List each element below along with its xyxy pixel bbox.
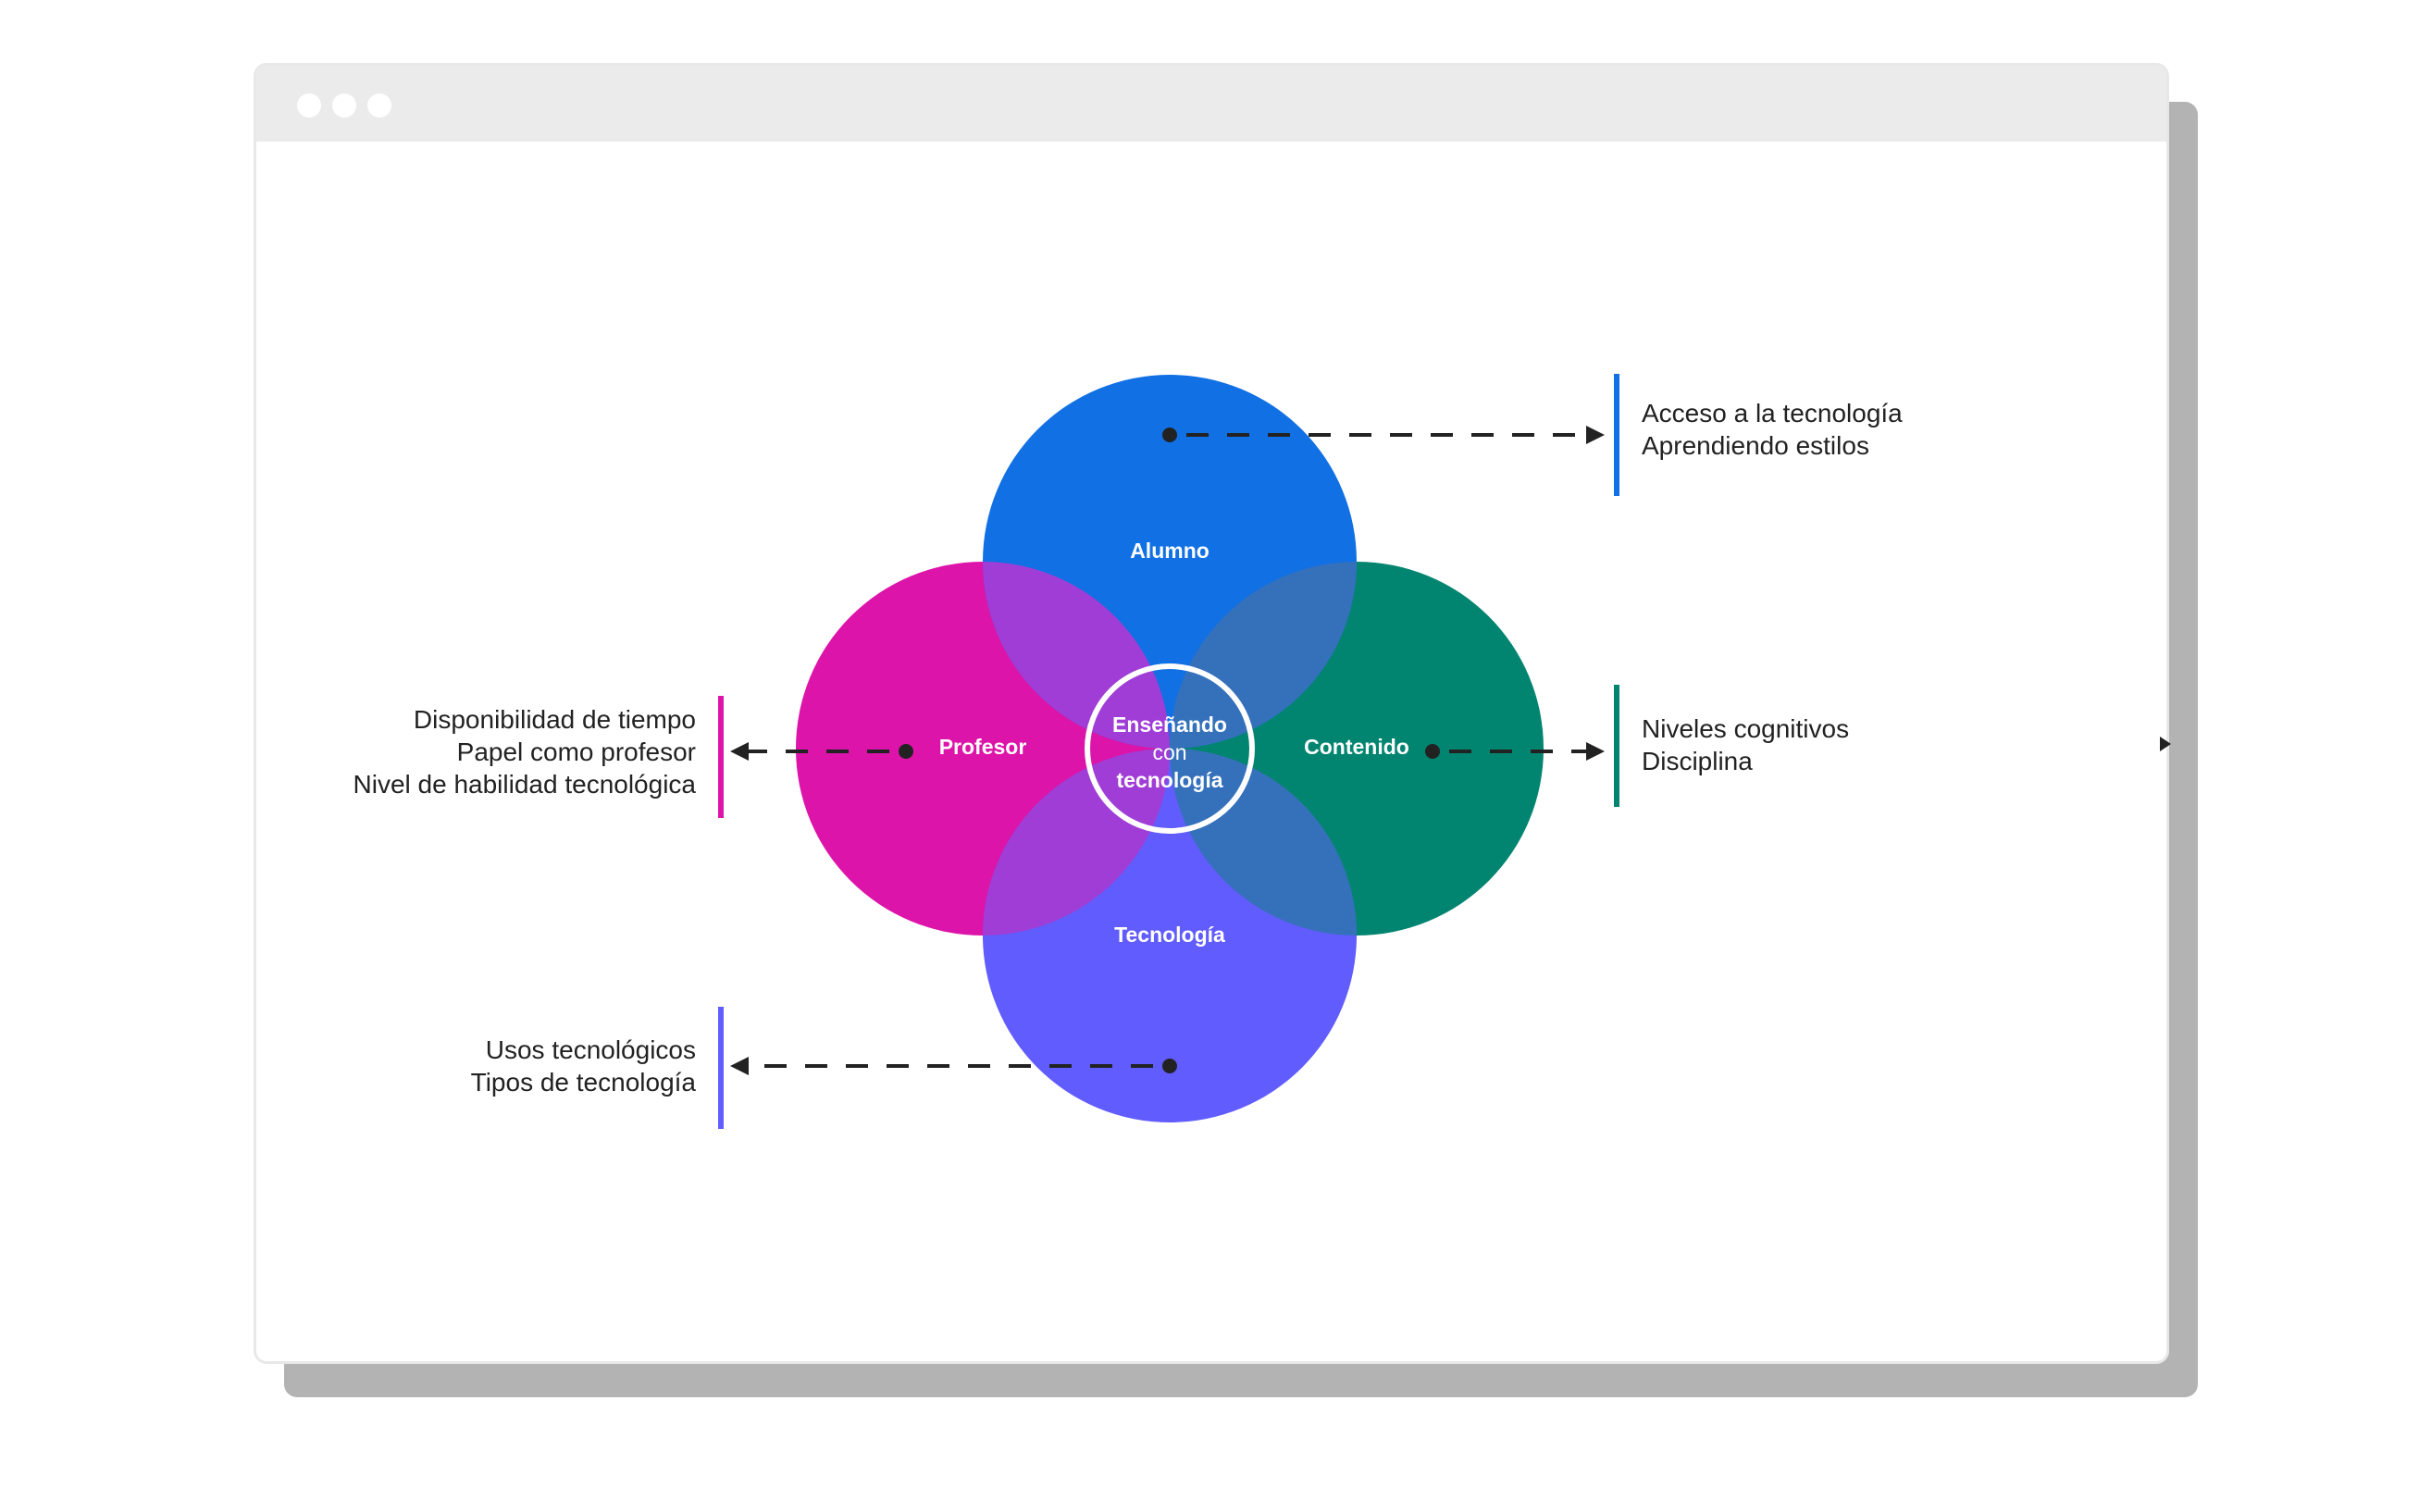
note-profesor-1: Disponibilidad de tiempo	[414, 705, 696, 734]
note-alumno-2: Aprendiendo estilos	[1642, 431, 1869, 460]
note-contenido-2: Disciplina	[1642, 747, 1753, 775]
overlap-tecnologia-profesor	[983, 749, 1170, 936]
connector-profesor	[730, 742, 913, 761]
center-label-line1: Enseñando	[1112, 713, 1227, 737]
overlap-alumno-profesor	[983, 562, 1170, 749]
overlap-alumno-contenido	[1170, 562, 1357, 749]
note-profesor-2: Papel como profesor	[457, 737, 696, 766]
overlap-tecnologia-contenido	[1170, 749, 1357, 936]
label-alumno: Alumno	[1130, 539, 1210, 563]
note-tecnologia-1: Usos tecnológicos	[486, 1035, 696, 1064]
maximize-dot-icon[interactable]	[367, 93, 391, 118]
connector-contenido	[1425, 742, 1605, 761]
label-profesor: Profesor	[939, 735, 1027, 759]
note-alumno-1: Acceso a la tecnología	[1642, 399, 1903, 428]
connector-tecnologia	[730, 1057, 1177, 1075]
close-dot-icon[interactable]	[297, 93, 321, 118]
center-label-line2: con	[1152, 740, 1186, 764]
note-bar-tecnologia	[718, 1007, 724, 1129]
window-titlebar	[256, 66, 2166, 142]
note-bar-profesor	[718, 696, 724, 818]
note-profesor-3: Nivel de habilidad tecnológica	[354, 770, 697, 799]
label-tecnologia: Tecnología	[1114, 923, 1225, 947]
note-bar-contenido	[1614, 685, 1619, 807]
label-contenido: Contenido	[1304, 735, 1409, 759]
minimize-dot-icon[interactable]	[332, 93, 356, 118]
note-bar-alumno	[1614, 374, 1619, 496]
note-contenido-1: Niveles cognitivos	[1642, 714, 1849, 743]
note-tecnologia-2: Tipos de tecnología	[471, 1068, 697, 1097]
center-ring	[1085, 663, 1255, 834]
edge-arrow-icon	[2160, 737, 2171, 751]
connector-alumno	[1162, 426, 1605, 444]
center-label-line3: tecnología	[1116, 768, 1222, 792]
